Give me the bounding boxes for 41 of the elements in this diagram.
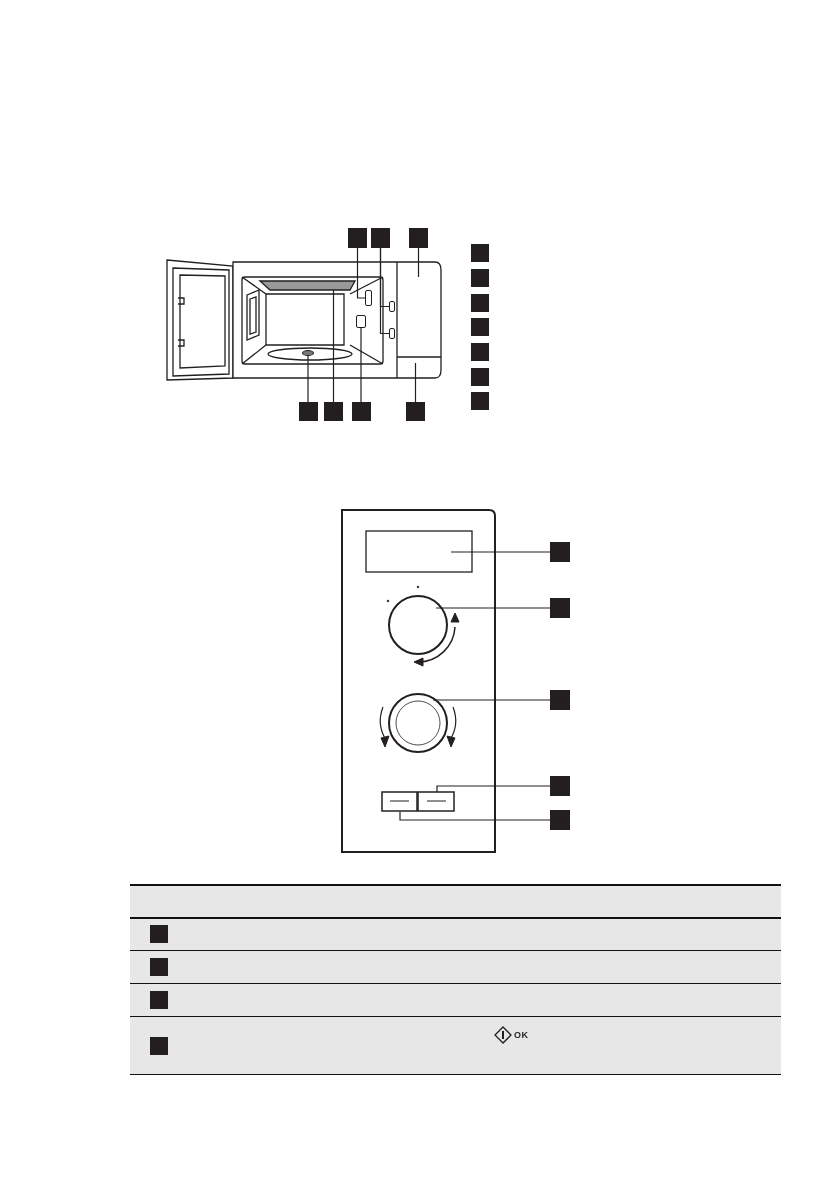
callout-marker: [348, 228, 367, 248]
leader-line: [399, 811, 551, 821]
callout-marker: [406, 402, 425, 421]
callout-marker: [352, 402, 371, 421]
callout-marker: [150, 958, 168, 976]
callout-marker: [550, 598, 570, 618]
callout-marker: [150, 925, 168, 943]
callout-marker: [550, 810, 570, 830]
callout-marker: [550, 776, 570, 796]
callout-marker: [471, 368, 489, 386]
callout-marker: [471, 269, 489, 287]
callout-marker: [471, 294, 489, 312]
callout-marker: [324, 402, 343, 421]
leader-line: [356, 247, 366, 299]
callout-marker: [550, 542, 570, 562]
door-latch-slot: [365, 290, 372, 306]
callout-marker: [471, 318, 489, 336]
callout-marker: [299, 402, 318, 421]
door-hook-slot: [389, 328, 395, 339]
callout-marker: [471, 244, 489, 262]
door-hook-slot: [389, 301, 395, 312]
leader-line: [332, 289, 335, 403]
leader-line: [450, 551, 551, 553]
leader-line: [379, 247, 390, 335]
leader-line: [307, 355, 309, 403]
callout-marker: [550, 690, 570, 710]
leader-line: [435, 607, 551, 609]
leader-line: [414, 362, 417, 403]
turntable-hub: [302, 350, 314, 356]
ok-symbol-text: OK: [514, 1030, 529, 1040]
callout-marker: [471, 343, 489, 361]
latch-opening: [356, 315, 366, 328]
leader-line: [360, 327, 362, 403]
leader-line: [436, 785, 551, 793]
callout-marker: [150, 1037, 168, 1055]
callout-marker: [371, 228, 390, 248]
callout-marker: [409, 228, 428, 248]
leader-line: [417, 247, 420, 278]
callout-marker: [471, 392, 489, 410]
callout-marker: [150, 991, 168, 1009]
leader-line: [432, 699, 551, 701]
